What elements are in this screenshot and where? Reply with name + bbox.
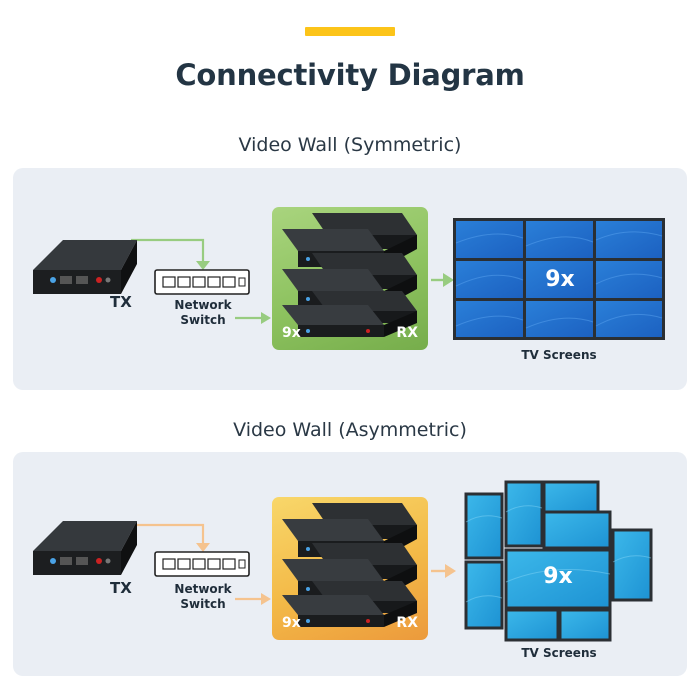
screens-count-symmetric: 9x: [545, 267, 575, 292]
rx-units-icon: [282, 503, 417, 627]
section-title-symmetric: Video Wall (Symmetric): [238, 134, 462, 156]
tv-wall-asymmetric: [464, 480, 653, 642]
network-switch-icon: [154, 269, 250, 295]
tx-unit-icon: [33, 521, 137, 575]
network-switch-icon: [154, 551, 250, 577]
asymmetric-diagram-panel: TX Network Switch: [13, 452, 687, 676]
asymmetric-connectors: [125, 523, 456, 605]
tx-label: TX: [110, 293, 132, 311]
rx-label: RX: [396, 325, 418, 341]
section-title-asymmetric: Video Wall (Asymmetric): [233, 419, 467, 441]
accent-bar: [305, 27, 395, 36]
rx-count: 9x: [282, 615, 301, 631]
tx-label: TX: [110, 579, 132, 597]
rx-receiver-group: 9x RX: [272, 207, 428, 350]
rx-label: RX: [396, 615, 418, 631]
screens-count-asymmetric: 9x: [543, 564, 573, 589]
symmetric-connectors: [131, 238, 454, 324]
tv-screens-label-symmetric: TV Screens: [521, 348, 597, 362]
tv-wall-symmetric: [453, 218, 665, 340]
rx-receiver-group: 9x RX: [272, 497, 428, 640]
network-switch-label: Network Switch: [174, 582, 232, 611]
page-title: Connectivity Diagram: [175, 58, 525, 92]
symmetric-diagram-panel: TX Network Switch: [13, 168, 687, 390]
network-switch-label: Network Switch: [174, 298, 232, 327]
tv-screens-label-asymmetric: TV Screens: [521, 646, 597, 660]
tx-unit-icon: [33, 240, 137, 294]
rx-units-icon: [282, 213, 417, 337]
rx-count: 9x: [282, 325, 301, 341]
